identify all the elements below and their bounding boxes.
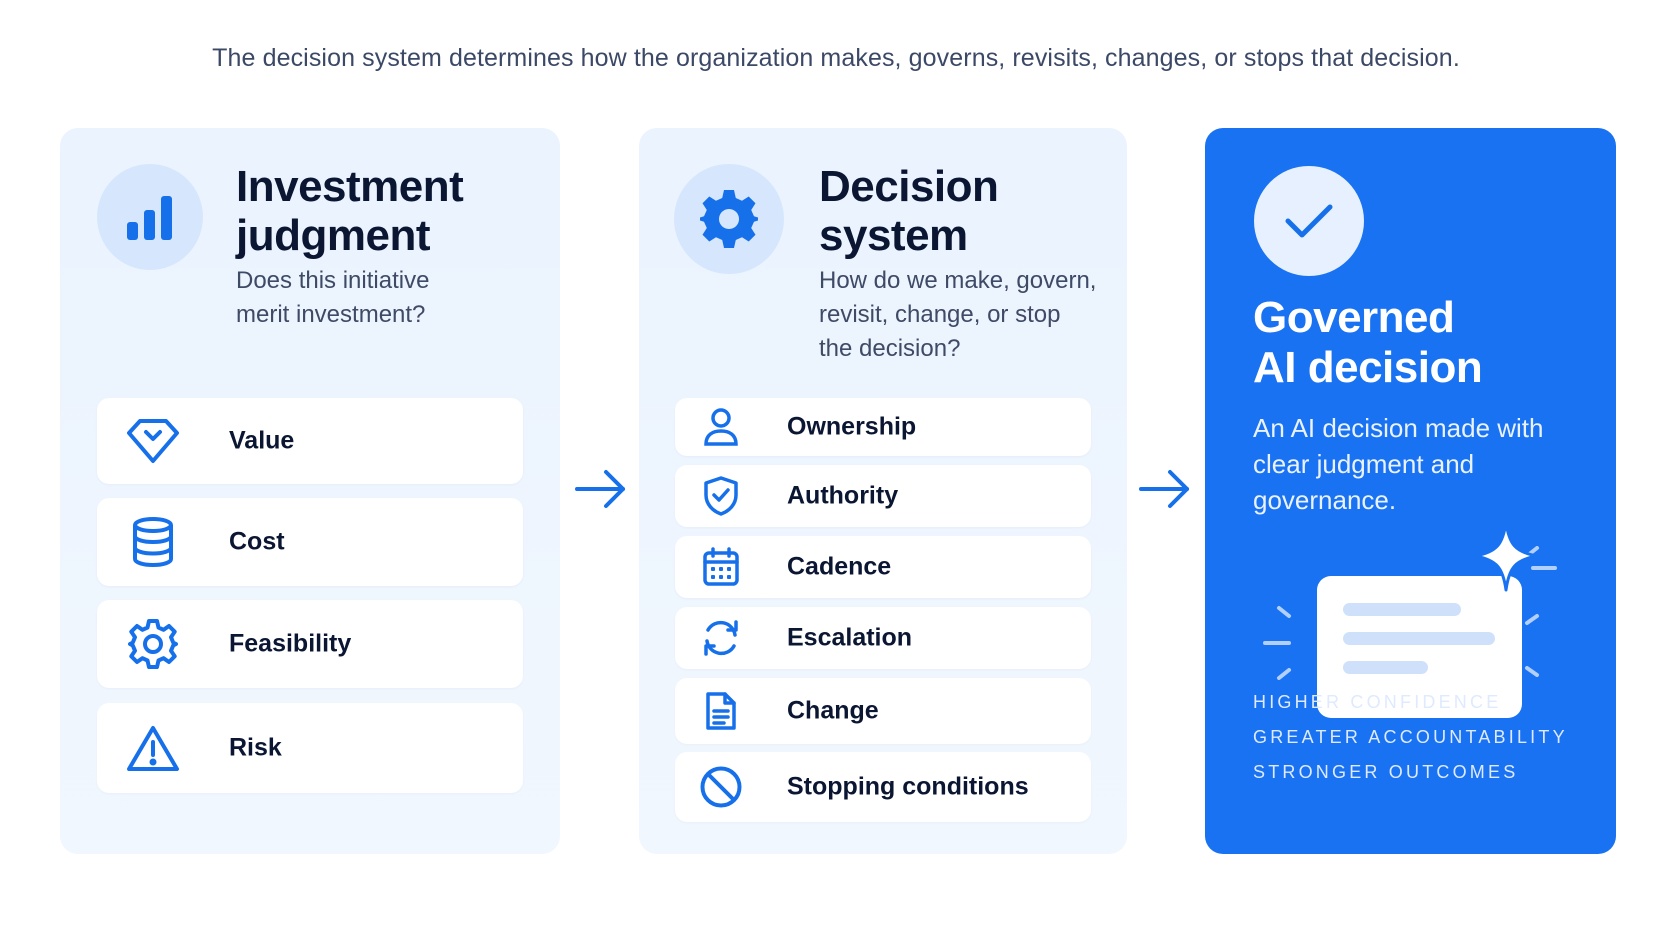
- item-escalation: Escalation: [675, 607, 1091, 669]
- benefit-label: HIGHER CONFIDENCE: [1253, 692, 1502, 712]
- investment-title: Investment judgment: [236, 162, 464, 260]
- sparkle-document-illustration: [1263, 520, 1557, 718]
- investment-question-line1: Does this initiative: [236, 267, 430, 294]
- investment-question: Does this initiative merit investment?: [236, 264, 429, 332]
- item-ownership: Ownership: [675, 398, 1091, 456]
- item-feasibility: Feasibility: [97, 600, 523, 688]
- warning-icon: [123, 718, 183, 778]
- item-label: Authority: [787, 481, 899, 510]
- item-label: Risk: [229, 733, 282, 762]
- system-question: How do we make, govern, revisit, change,…: [819, 264, 1096, 366]
- governed-desc-line1: An AI decision made with: [1253, 413, 1544, 443]
- bar-chart-icon: [97, 164, 203, 270]
- system-question-line1: How do we make, govern,: [819, 267, 1097, 294]
- coins-icon: [123, 512, 183, 572]
- item-label: Cadence: [787, 552, 892, 581]
- prohibited-icon: [699, 765, 743, 809]
- governed-title-line1: Governed: [1253, 293, 1455, 342]
- item-label: Change: [787, 696, 879, 725]
- governed-desc-line3: governance.: [1253, 485, 1397, 515]
- governed-description: An AI decision made with clear judgment …: [1253, 410, 1593, 518]
- item-label: Escalation: [787, 623, 913, 652]
- diamond-icon: [123, 411, 183, 471]
- arrow-right-icon: [575, 470, 625, 508]
- item-risk: Risk: [97, 703, 523, 793]
- refresh-icon: [699, 616, 743, 660]
- investment-judgment-card: Investment judgment Does this initiative…: [60, 128, 560, 854]
- item-value: Value: [97, 398, 523, 484]
- decision-system-card: Decision system How do we make, govern, …: [639, 128, 1127, 854]
- item-label: Ownership: [787, 412, 917, 441]
- item-change: Change: [675, 678, 1091, 744]
- governed-title-line2: AI decision: [1253, 343, 1483, 392]
- item-authority: Authority: [675, 465, 1091, 527]
- calendar-icon: [699, 545, 743, 589]
- governed-title: Governed AI decision: [1253, 293, 1593, 393]
- item-label: Cost: [229, 527, 285, 556]
- item-cadence: Cadence: [675, 536, 1091, 598]
- system-title-line2: system: [819, 211, 968, 260]
- investment-title-line1: Investment: [236, 162, 464, 211]
- investment-title-line2: judgment: [236, 211, 430, 260]
- benefit-label: STRONGER OUTCOMES: [1253, 762, 1519, 782]
- arrow-right-icon: [1139, 470, 1189, 508]
- shield-check-icon: [699, 474, 743, 518]
- benefit-label: GREATER ACCOUNTABILITY: [1253, 727, 1568, 747]
- document-icon: [699, 689, 743, 733]
- item-label: Value: [229, 426, 295, 455]
- gear-icon: [123, 614, 183, 674]
- investment-question-line2: merit investment?: [236, 301, 426, 328]
- system-question-line2: revisit, change, or stop: [819, 301, 1061, 328]
- user-icon: [699, 405, 743, 449]
- governed-desc-line2: clear judgment and: [1253, 449, 1475, 479]
- item-stopping-conditions: Stopping conditions: [675, 752, 1091, 822]
- gear-icon: [674, 164, 784, 274]
- item-cost: Cost: [97, 498, 523, 586]
- item-label: Feasibility: [229, 629, 352, 658]
- item-label: Stopping conditions: [787, 772, 1029, 801]
- checkmark-icon: [1254, 166, 1364, 276]
- governed-ai-decision-card: Governed AI decision An AI decision made…: [1205, 128, 1616, 854]
- system-title-line1: Decision: [819, 162, 999, 211]
- page-subtitle: The decision system determines how the o…: [212, 44, 1460, 72]
- system-title: Decision system: [819, 162, 999, 260]
- system-question-line3: the decision?: [819, 335, 961, 362]
